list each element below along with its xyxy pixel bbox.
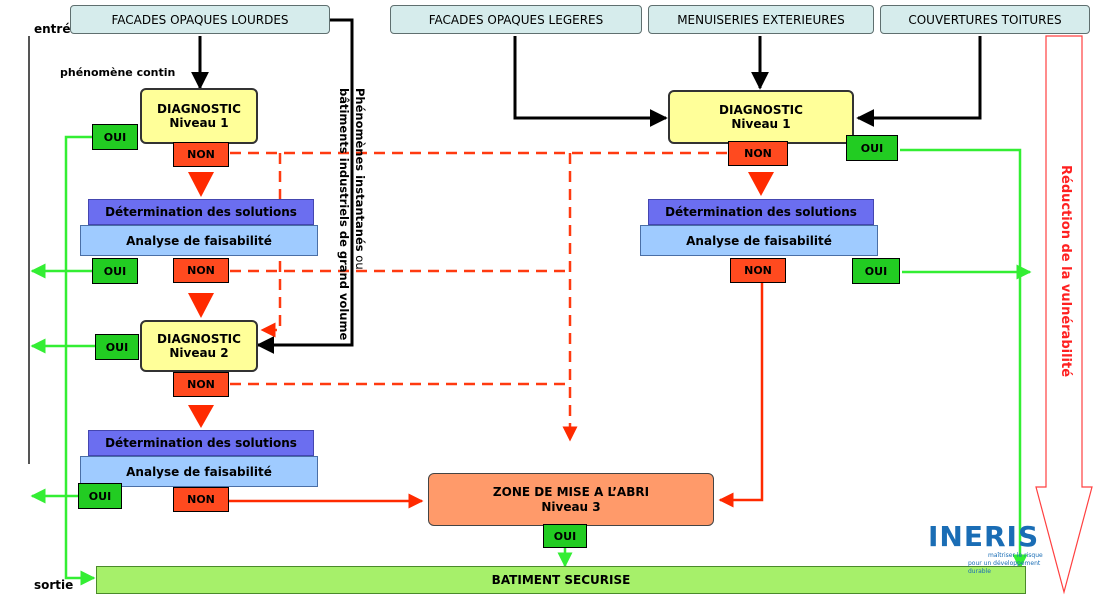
diagnostic-label: DIAGNOSTIC — [719, 103, 803, 117]
non-badge: NON — [173, 372, 229, 397]
zone-niveau: Niveau 3 — [541, 499, 601, 514]
non-badge: NON — [728, 141, 788, 166]
determination-solutions-box: Détermination des solutions — [648, 199, 874, 225]
analyse-faisabilite-box: Analyse de faisabilité — [80, 456, 318, 487]
vertical-label-reduction: Réduction de la vulnérabilité — [1058, 165, 1073, 378]
oui-badge: OUI — [78, 483, 122, 509]
vertical-label-line2: bâtiments industriels de grand volume — [337, 88, 351, 341]
label-phenomene-continu: phénomène contin — [60, 66, 176, 79]
determination-solutions-box: Détermination des solutions — [88, 430, 314, 456]
diagnostic-niveau: Niveau 2 — [169, 346, 229, 360]
facades-opaques-lourdes-box: FACADES OPAQUES LOURDES — [70, 5, 330, 34]
diagnostic-niveau1-left: DIAGNOSTIC Niveau 1 — [140, 88, 258, 144]
analyse-faisabilite-box: Analyse de faisabilité — [640, 225, 878, 256]
diagnostic-niveau1-right: DIAGNOSTIC Niveau 1 — [668, 90, 854, 144]
facades-opaques-legeres-box: FACADES OPAQUES LEGERES — [390, 5, 642, 34]
red-solid-lines — [228, 283, 764, 509]
oui-badge: OUI — [92, 258, 138, 284]
zone-title: ZONE DE MISE A L’ABRI — [492, 484, 650, 499]
black-input-arrows — [191, 18, 982, 354]
non-badge: NON — [173, 142, 229, 167]
ineris-logo: INERIS maîtriser le risque pour un dével… — [928, 520, 1060, 576]
arrow-non-right-to-det — [748, 172, 774, 196]
oui-badge: OUI — [846, 135, 898, 161]
menuiseries-exterieures-box: MENUISERIES EXTERIEURES — [648, 5, 874, 34]
left-frame-line — [28, 36, 30, 464]
vertical-label-line1-normal: ou — [353, 251, 367, 270]
non-badge: NON — [173, 258, 229, 283]
zone-mise-abri-box: ZONE DE MISE A L’ABRI Niveau 3 — [428, 473, 714, 526]
non-badge: NON — [173, 487, 229, 512]
arrow-non1-to-det — [188, 172, 214, 197]
batiment-securise-box: BATIMENT SECURISE — [96, 566, 1026, 594]
diagnostic-label: DIAGNOSTIC — [157, 332, 241, 346]
green-lines — [30, 135, 1032, 586]
red-flow-left — [188, 172, 774, 428]
diagnostic-niveau: Niveau 1 — [169, 116, 229, 130]
arrow-non3-to-det — [188, 405, 214, 428]
reduction-arrow — [1035, 35, 1093, 595]
ineris-tagline1: maîtriser le risque — [988, 552, 1043, 559]
analyse-faisabilite-box: Analyse de faisabilité — [80, 225, 318, 256]
red-dashed-lines — [230, 151, 728, 442]
vertical-label-phenomenes: Phénomènes instantanés ou bâtiments indu… — [334, 88, 368, 388]
ineris-tagline2: pour un développement durable — [968, 560, 1041, 575]
determination-solutions-box: Détermination des solutions — [88, 199, 314, 225]
diagnostic-niveau2: DIAGNOSTIC Niveau 2 — [140, 320, 258, 372]
oui-badge: OUI — [95, 334, 139, 360]
non-badge: NON — [730, 258, 786, 283]
ineris-logo-text: INERIS — [928, 520, 1040, 553]
oui-badge: OUI — [852, 258, 900, 284]
label-entree: entrée — [34, 22, 79, 36]
diagnostic-niveau: Niveau 1 — [731, 117, 791, 131]
label-sortie: sortie — [34, 578, 74, 592]
vertical-label-line1-bold: Phénomènes instantanés — [353, 88, 367, 252]
arrow-non2-to-diag2 — [188, 293, 214, 318]
couvertures-toitures-box: COUVERTURES TOITURES — [880, 5, 1090, 34]
diagnostic-label: DIAGNOSTIC — [157, 102, 241, 116]
oui-badge: OUI — [543, 524, 587, 548]
oui-badge: OUI — [92, 124, 138, 150]
